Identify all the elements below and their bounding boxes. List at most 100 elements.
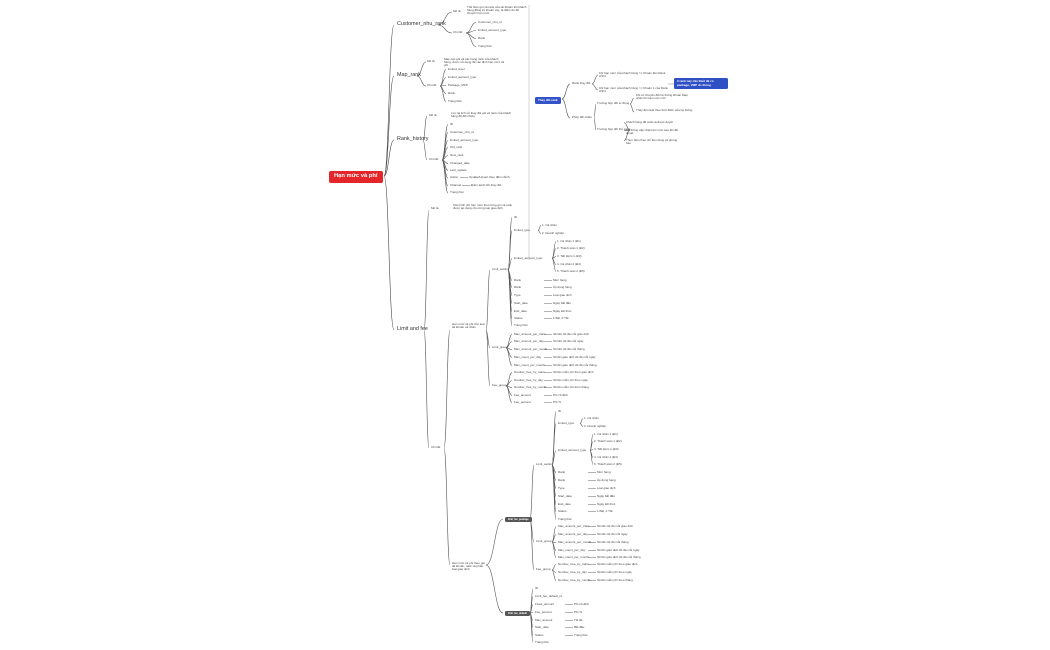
connector-line [551,534,557,543]
connector-line [505,385,513,403]
connector-line [439,85,447,87]
connector-line [551,464,557,473]
field-item: Changed_date [450,161,470,165]
branch-rank-history[interactable]: Rank_history [397,136,429,142]
mo-ta-label: Mô tả [427,59,435,63]
limit-group-item-key: Max_amount_per_trans [558,524,590,528]
limit-fee-default-item-key: Fixed_amount [535,602,555,606]
field-item: limited_account_type [478,28,507,32]
connector-line [439,85,447,94]
channel-value: Điểm kênh khi thay đổi [471,183,502,187]
group-package-rank: Hạn mức và phí theo gói tài khoản, rank … [452,561,485,571]
rank-change-topic[interactable]: Thay đổi rank [535,97,561,104]
limit-fee-default-pill[interactable]: limit_fee_default [505,611,530,617]
auto-change-item: Thay đổi rank theo thời điểm của hệ thốn… [636,108,693,112]
manual-change-label: Trường hợp đổi thủ công [597,127,631,131]
limit-group-item-key: Max_amount_per_month [514,347,548,351]
connector-line [551,258,557,265]
connector-line [593,117,597,131]
field-item: Trạng thái [448,99,462,103]
branch-limit-and-fee[interactable]: Limit and fee [397,326,428,332]
limit-group-item-value: Số lần giao dịch tối đa mỗi tháng [553,363,597,367]
rank-note-badge[interactable]: 2 rank này cần thiết để có package, VMP … [674,78,728,90]
limit-fee-default-item-key: Max_amount [535,618,553,622]
mo-ta-label: Mô tả [429,113,437,117]
connector-line [507,269,513,281]
limit-group-item-value: Số tiền tối đa mỗi ngày [553,339,584,343]
root-node[interactable]: Hạn mức và phí [329,171,383,183]
connector-line [485,329,491,387]
limit-setting-item-value: Ngày kết thúc [597,502,616,506]
connector-line [505,385,513,396]
connector-line [443,447,451,566]
connector-line [589,450,594,465]
account-type-option: 4. Cá nhân 2 (Đ4) [594,455,618,459]
limit-setting-item-value: 1 Bật, 0 Tắt [597,509,613,513]
limit-setting-item-key: End_date [558,502,571,506]
account-type-option: 1. Cá nhân 1 (Đ1) [557,239,581,243]
field-item: Customer_nhu_id [450,130,474,134]
limit-group-item-key: Max_count_per_month [558,555,589,559]
chi-tiet-label: Chi tiết [429,157,439,161]
connector-line [551,411,557,466]
manual-change-item: Khách hàng đề xuất và được duyệt [626,120,673,124]
connector-line [485,518,504,566]
limit-group-item-value: Số tiền tối đa mỗi tháng [553,347,585,351]
fee-group-item-key: Number_free_by_day [514,378,543,382]
limit-setting-node: Limit_setting [492,267,509,271]
connector-line [551,541,557,551]
connector-line [551,464,557,481]
limit-setting-item-key: Rank [558,478,566,482]
limit-setting-item-key: limited_type [558,421,575,425]
connector-line [551,248,557,259]
connector-line [485,269,491,331]
mo-ta-text: Cấu hình phí hạn mức theo từng gói và ra… [453,203,513,210]
fee-group-item-value: Phí cố định [553,393,569,397]
limited-type-option: 1. Cá nhân [542,223,557,227]
chi-tiet-label: Chi tiết [427,83,437,87]
connector-line [551,569,557,581]
fee-group-item-key: Number_free_by_day [558,570,587,574]
connector-line [485,564,504,614]
connector-line [507,269,513,304]
branch-customer-nhu-rank[interactable]: Customer_nhu_rank [397,21,446,27]
rank-change-label: Rank thay đổi [572,81,591,85]
connector-line [529,612,534,643]
limit-group-item-key: Max_count_per_day [558,548,586,552]
limited-type-option: 2. Doanh nghiệp [542,231,565,235]
branch-map-rank[interactable]: Map_rank [397,72,421,78]
connector-line [441,132,449,161]
connector-line [551,569,557,573]
connector-line [441,147,449,161]
limit-fee-package-pill[interactable]: limit_fee_package [505,517,532,523]
chi-tiet-label: Chi tiết [431,445,441,449]
connector-line [529,604,534,614]
limit-group-item-value: Số tiền tối đa mỗi ngày [597,532,628,536]
field-item: Last_update [450,168,467,172]
limit-group-item-key: Max_count_per_day [514,355,542,359]
connector-line [537,230,542,234]
limit-setting-item-key: Rank [514,285,522,289]
limit-fee-default-item-value: Phí cố định [574,602,590,606]
connector-line [551,258,557,272]
connector-line [579,423,584,427]
connector-line [589,450,594,458]
connector-line [591,83,599,91]
connector-line [383,175,395,331]
limit-setting-item-key: Status [514,316,523,320]
fee-group-node: Fee_group [536,567,551,571]
field-item: Package_MKP [448,83,468,87]
connector-line [529,596,534,614]
connector-line [589,449,594,451]
status-item: Trạng thái [450,190,464,194]
connector-line [465,22,477,34]
connector-line [383,24,395,177]
connector-line [439,85,447,102]
account-type-option: 2. Thanh toán 1 (Đ2) [557,246,585,250]
field-item: Rank [448,91,456,95]
connector-line [529,612,534,628]
mo-ta-text: Thể hiện gói và rank của tài khoản khi k… [467,5,527,15]
field-item: limited_level [448,67,465,71]
fee-group-node: Fee_group [492,383,507,387]
connector-line [629,97,635,105]
